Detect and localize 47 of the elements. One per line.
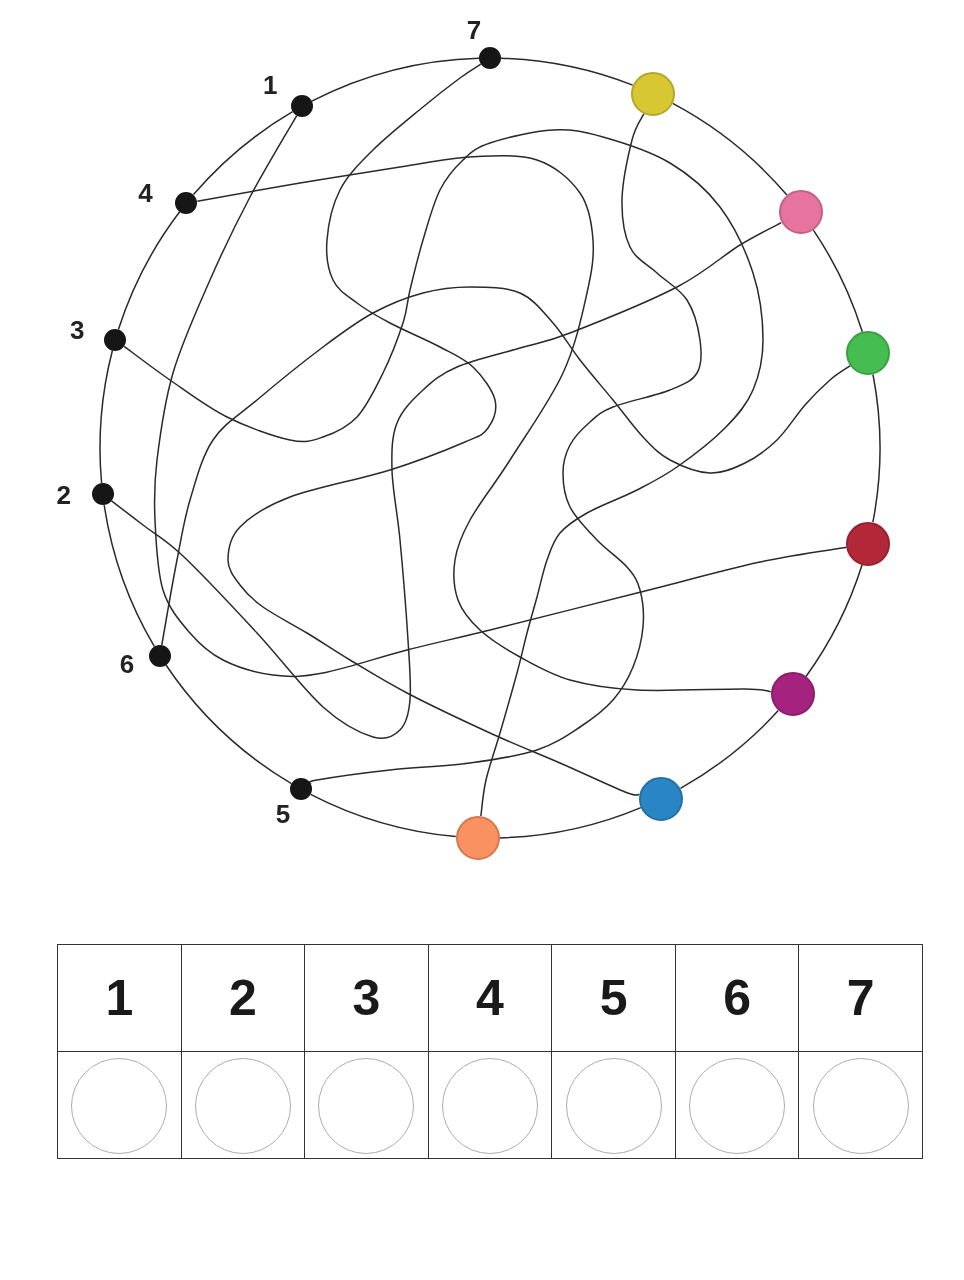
tangled-line (153, 115, 848, 678)
column-number: 1 (105, 970, 134, 1026)
dot-number: 4 (138, 180, 153, 207)
column-number: 4 (476, 970, 504, 1026)
circle-arc (671, 102, 788, 196)
column-number: 3 (352, 970, 381, 1026)
start-dot (175, 192, 198, 215)
dot-number: 6 (119, 650, 135, 677)
start-dot (149, 644, 171, 667)
circle-arc (812, 229, 864, 333)
column-number: 5 (599, 970, 628, 1026)
circle-arc (99, 349, 114, 484)
tangled-line (123, 129, 764, 817)
tangled-line (227, 63, 641, 796)
circle-arc (165, 664, 293, 785)
circle-arc (309, 793, 457, 838)
end-dot (778, 190, 823, 235)
circle-arc (498, 806, 642, 839)
column-number: 6 (723, 970, 751, 1026)
end-dot (630, 71, 675, 116)
dot-number: 3 (70, 316, 85, 343)
start-dot (479, 47, 501, 69)
start-dot (104, 328, 127, 351)
tangled-line (161, 286, 852, 646)
circle-arc (117, 211, 181, 331)
dot-number: 1 (262, 72, 278, 99)
column-number: 2 (228, 970, 257, 1026)
dot-number: 5 (275, 801, 291, 828)
tangled-line (308, 112, 702, 785)
start-dot (91, 483, 114, 506)
start-dot (291, 95, 314, 118)
circle-arc (872, 373, 881, 523)
column-number: 7 (846, 970, 875, 1026)
end-dot (770, 671, 815, 716)
dot-number: 7 (466, 17, 482, 43)
circle-arc (103, 504, 156, 648)
tangled-line (196, 155, 772, 693)
circle-arc (500, 57, 634, 86)
end-dot (638, 776, 683, 821)
dot-number: 2 (56, 482, 71, 509)
tangled-line (110, 221, 783, 740)
circle-arc (679, 709, 780, 790)
end-dot (846, 331, 891, 375)
start-dot (289, 778, 312, 801)
circle-arc (192, 110, 294, 196)
circle-arc (805, 564, 863, 678)
circle-arc (311, 57, 480, 102)
